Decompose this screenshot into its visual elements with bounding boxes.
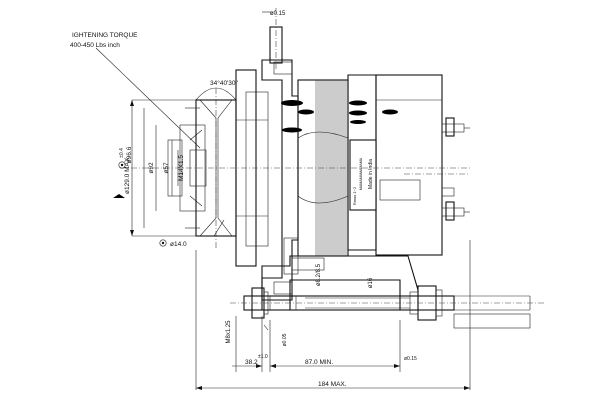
plate-made-in-india: Made in India xyxy=(368,159,374,189)
label-dim-87: 87.0 MIN. xyxy=(305,359,333,366)
bottom-dimensions: 38.2 ±1.0 87.0 MIN. 184 MAX. ø0.05 ø0.15 xyxy=(195,240,471,390)
plate-code: Rmax 1~2 xyxy=(352,186,357,205)
top-connector: ø0.15 xyxy=(262,8,286,70)
terminals xyxy=(404,117,470,221)
label-thread: M14X1.5 xyxy=(178,155,185,181)
label-dia-tol: ±0.4 xyxy=(119,148,125,158)
label-dia-top: ø0.15 xyxy=(270,11,286,17)
label-dia-14: ø14.0 xyxy=(170,241,187,248)
torque-callout: IGHTENING TORQUE 400-450 Lbs inch xyxy=(70,32,201,149)
label-dim-38: 38.2 xyxy=(245,359,258,366)
label-dia-max: ø129.0 MAX. xyxy=(124,156,131,194)
label-tol-005: ø0.05 xyxy=(282,333,288,346)
left-dimensions: ø129.0 MAX. ±0.4 ø96.6 ø92 ø57 M14X1.5 ø… xyxy=(113,99,196,248)
label-dia-57: ø57 xyxy=(163,162,170,174)
torque-value: 400-450 Lbs inch xyxy=(70,42,120,49)
label-dia-8: ø8.2/8.5 xyxy=(316,263,322,286)
angle-callout: 34°40'30" xyxy=(195,79,239,101)
label-thread-m8: M8x1.25 xyxy=(226,320,232,344)
label-angle: 34°40'30" xyxy=(210,79,239,87)
label-dia-96: ø96.6 xyxy=(126,146,133,163)
mounting-bracket xyxy=(261,255,419,311)
plate-serial: MAMAMAMAMAMA xyxy=(359,157,363,190)
name-plate: Made in India MAMAMAMAMAMA Rmax 1~2 xyxy=(349,139,377,211)
label-tol-015: ø0.15 xyxy=(404,356,417,362)
label-dim-184: 184 MAX. xyxy=(318,381,347,388)
torque-title: IGHTENING TORQUE xyxy=(72,32,138,39)
label-dia-92: ø92 xyxy=(148,162,155,174)
label-dia-16: ø16 xyxy=(368,277,374,288)
label-tol-38: ±1.0 xyxy=(258,354,268,360)
mounting-bolt xyxy=(230,285,545,329)
